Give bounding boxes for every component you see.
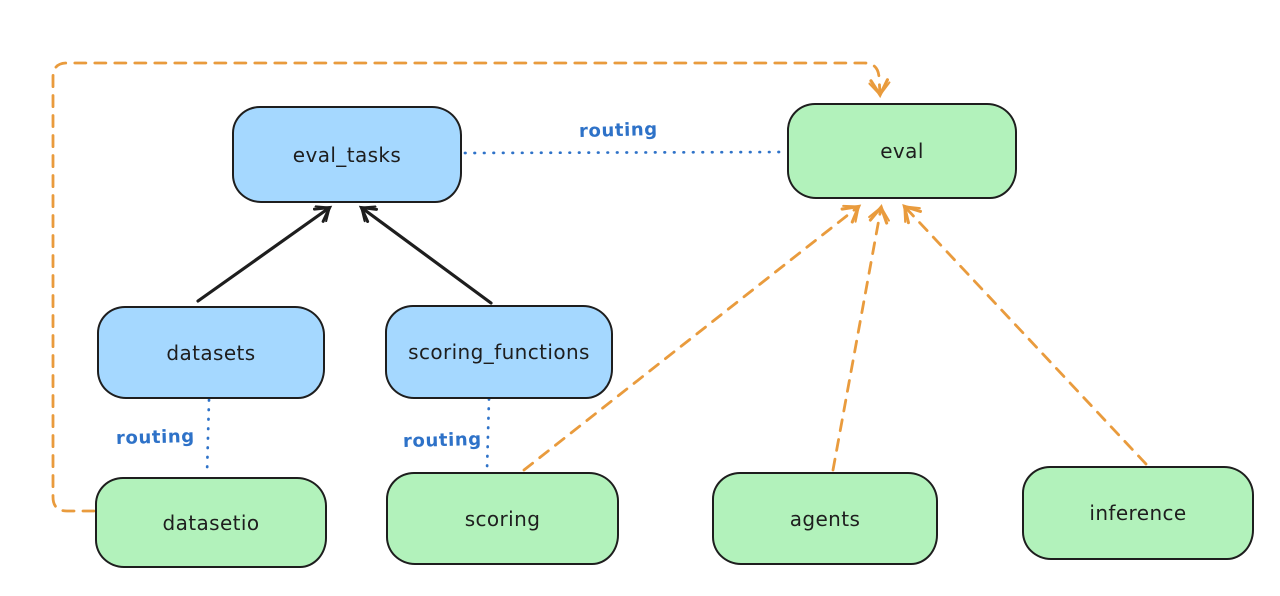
node-inference: inference <box>1022 466 1254 560</box>
node-scoring-label: scoring <box>464 506 541 531</box>
edge-inference-to-eval <box>905 207 1148 466</box>
node-inference-label: inference <box>1089 501 1187 525</box>
node-agents: agents <box>712 472 938 565</box>
edge-datasets-to-eval-tasks <box>196 208 329 303</box>
edge-scoring-functions-to-scoring-routing <box>485 397 491 472</box>
node-scoring-functions-label: scoring_functions <box>408 340 590 364</box>
edge-datasets-to-datasetio-routing <box>205 398 211 476</box>
node-datasets: datasets <box>97 306 325 399</box>
node-datasetio-label: datasetio <box>162 510 260 535</box>
node-eval-tasks-label: eval_tasks <box>292 142 402 167</box>
edge-scoring-to-eval <box>522 207 858 472</box>
node-agents-label: agents <box>789 506 861 531</box>
node-eval: eval <box>787 103 1017 199</box>
node-eval-tasks: eval_tasks <box>232 106 462 203</box>
node-datasetio: datasetio <box>95 477 327 568</box>
edge-scoring-functions-to-eval-tasks <box>362 208 493 305</box>
edge-agents-to-eval <box>831 208 881 472</box>
edge-eval-tasks-to-eval-routing <box>463 150 787 155</box>
node-eval-label: eval <box>880 139 924 163</box>
routing-label-datasets-datasetio: routing <box>115 425 195 450</box>
node-scoring-functions: scoring_functions <box>385 305 613 399</box>
routing-label-scoring-functions-scoring: routing <box>402 428 482 453</box>
edge-datasetio-to-eval <box>51 61 880 513</box>
routing-label-eval-tasks-eval: routing <box>578 118 658 143</box>
node-scoring: scoring <box>386 472 619 565</box>
node-datasets-label: datasets <box>166 340 256 365</box>
